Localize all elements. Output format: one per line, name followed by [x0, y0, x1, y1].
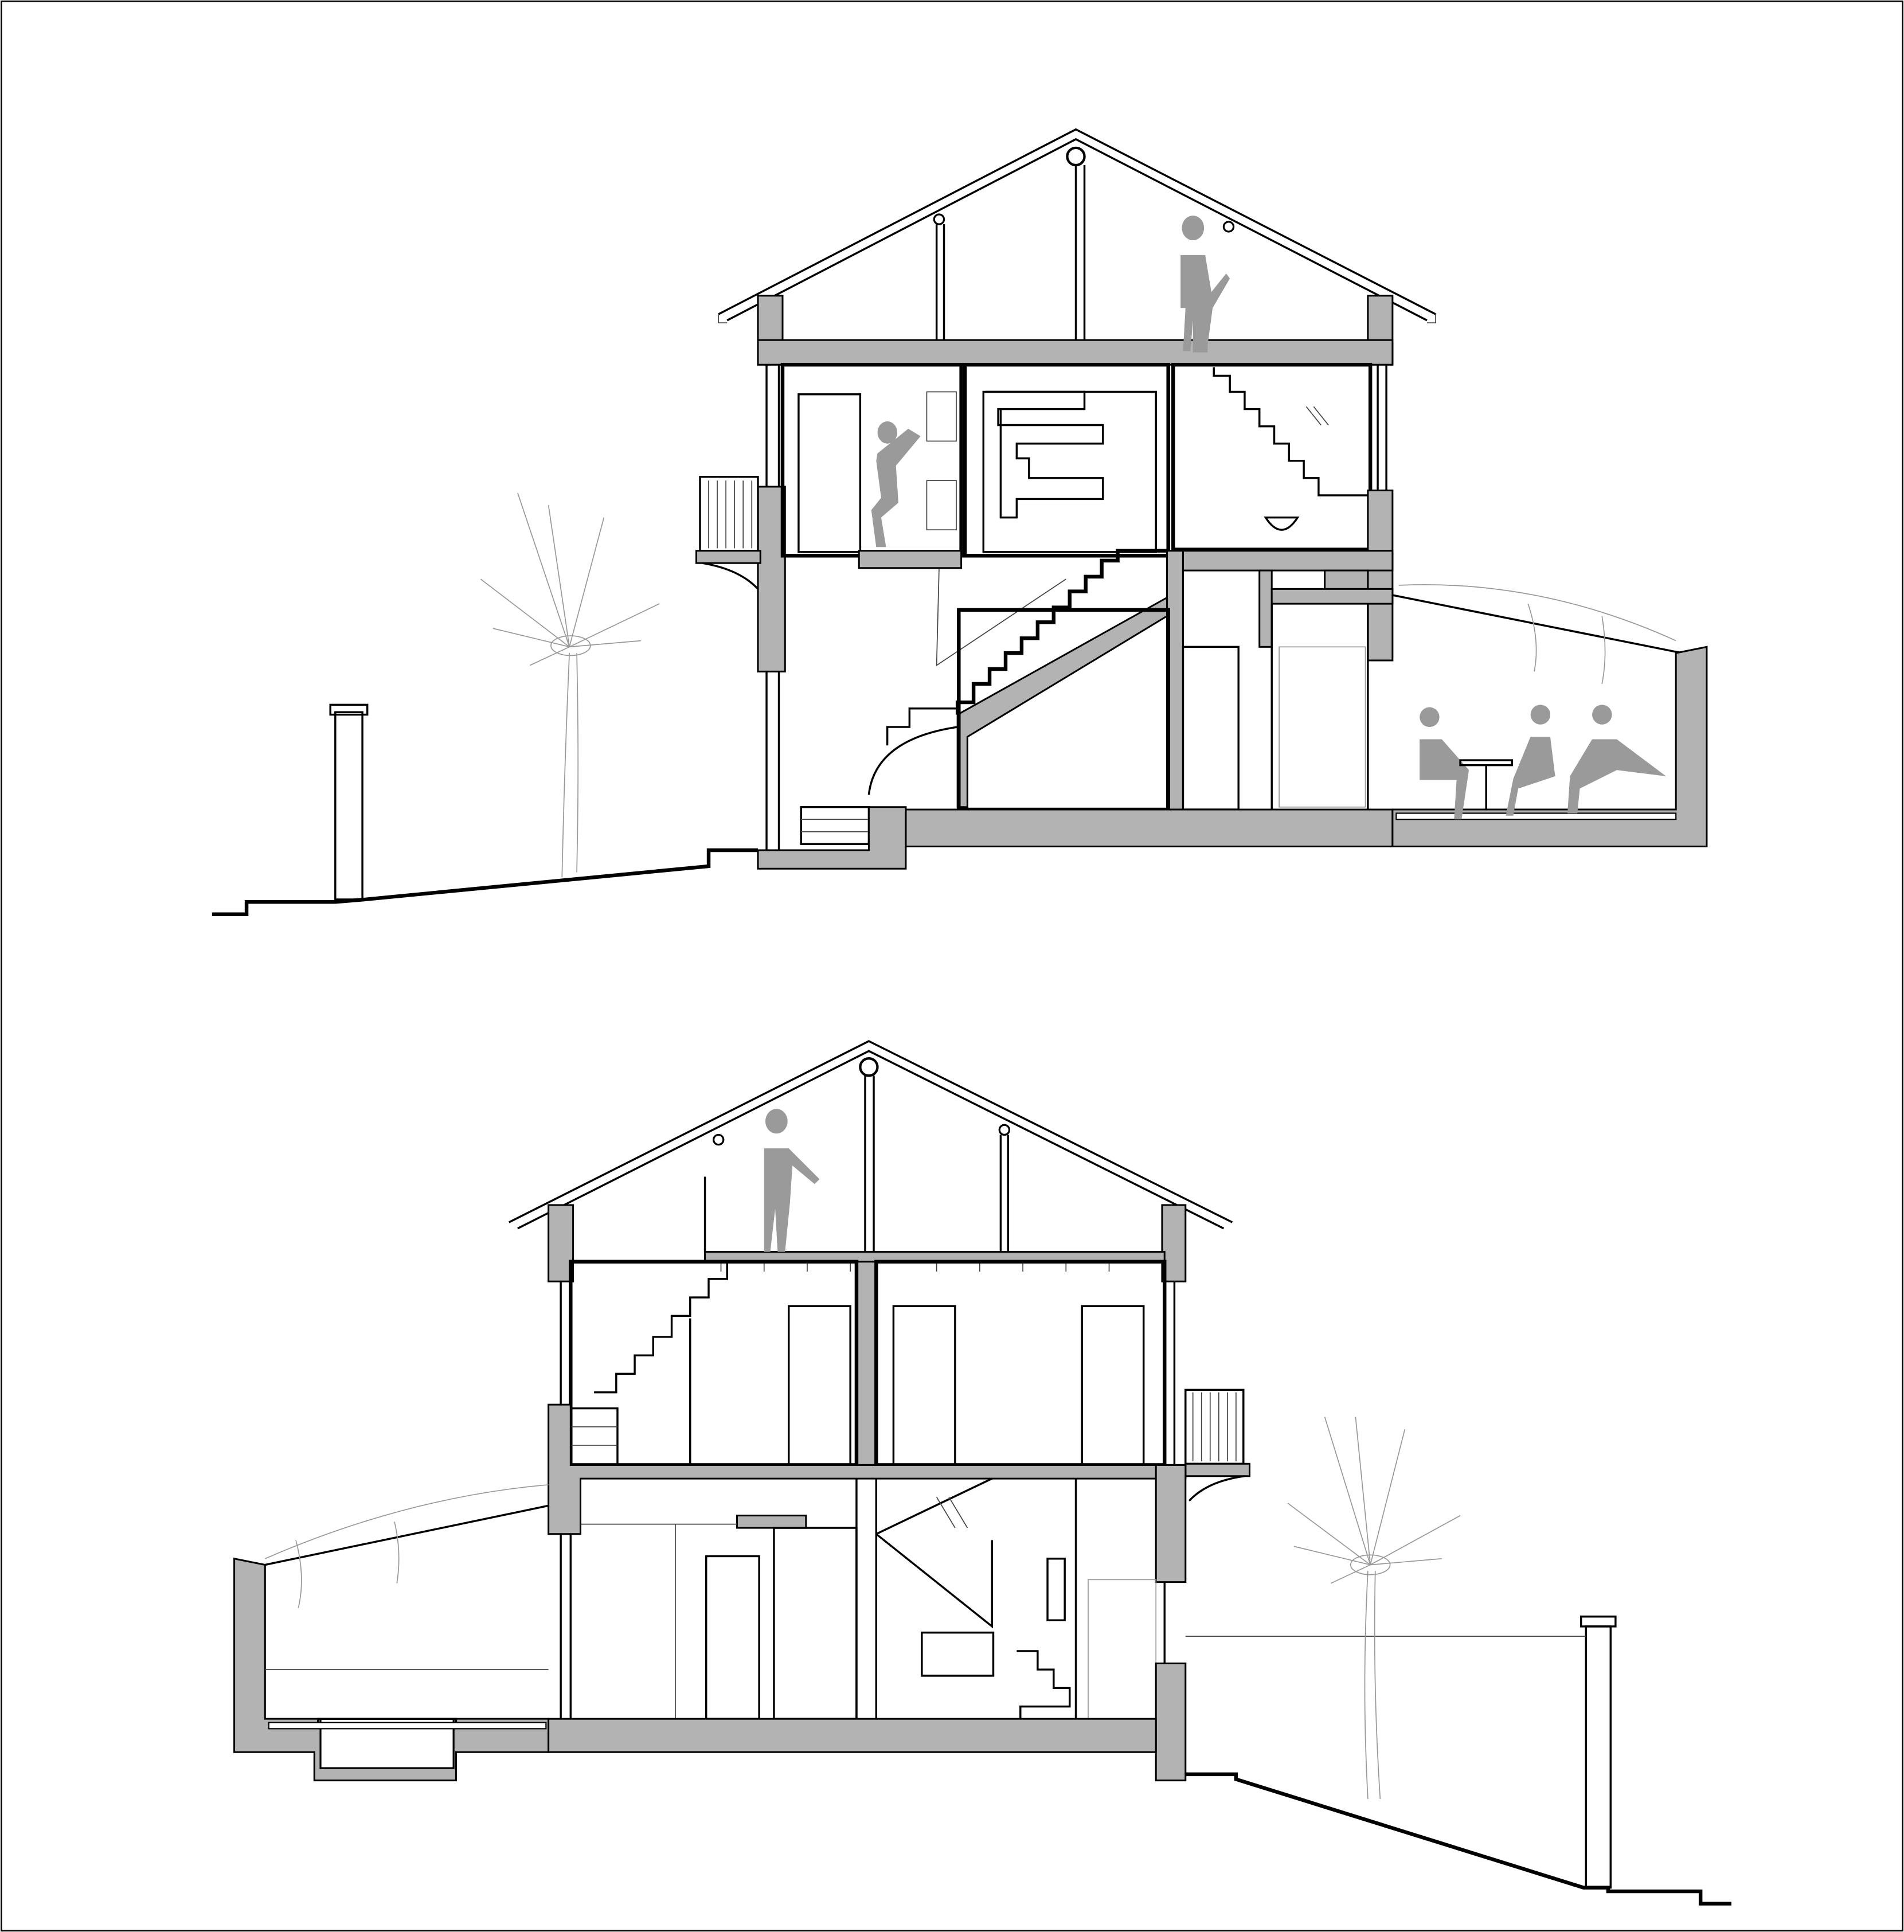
gate-post-cap: [329, 703, 369, 716]
section-bottom: [233, 1040, 1731, 1906]
section-top: [212, 128, 1708, 916]
palm-tree: [1287, 1417, 1461, 1799]
ridge-beam: [859, 1057, 879, 1077]
mid-slab: [548, 1403, 1187, 1583]
gate-post: [334, 711, 363, 901]
ridge-beam: [1066, 146, 1086, 167]
upper-floor: [757, 362, 1394, 850]
ground-slab: [757, 806, 1394, 870]
person-attic: [764, 1109, 820, 1252]
upper-floor: [560, 1260, 1176, 1479]
hanging-clothes: [926, 391, 957, 531]
palm-tree: [480, 492, 660, 878]
staircase: [1016, 1650, 1071, 1719]
attic-floor-slab: [757, 339, 1394, 366]
staircase: [594, 1261, 728, 1394]
ground-line: [212, 848, 758, 916]
gate-post-cap: [1580, 1616, 1617, 1628]
ground-floor: [560, 1477, 1187, 1782]
vegetation: [264, 1484, 549, 1608]
person-attic: [1180, 216, 1230, 353]
balcony: [1184, 1389, 1251, 1501]
ground-line: [1185, 1772, 1731, 1906]
courtyard-terrace: [1391, 584, 1708, 848]
gable-roof: [509, 1040, 1233, 1257]
person-wardrobe: [871, 421, 921, 547]
staircase: [800, 549, 1168, 845]
gate-post: [1585, 1625, 1612, 1889]
balcony: [695, 476, 761, 590]
gable-roof: [718, 128, 1436, 341]
